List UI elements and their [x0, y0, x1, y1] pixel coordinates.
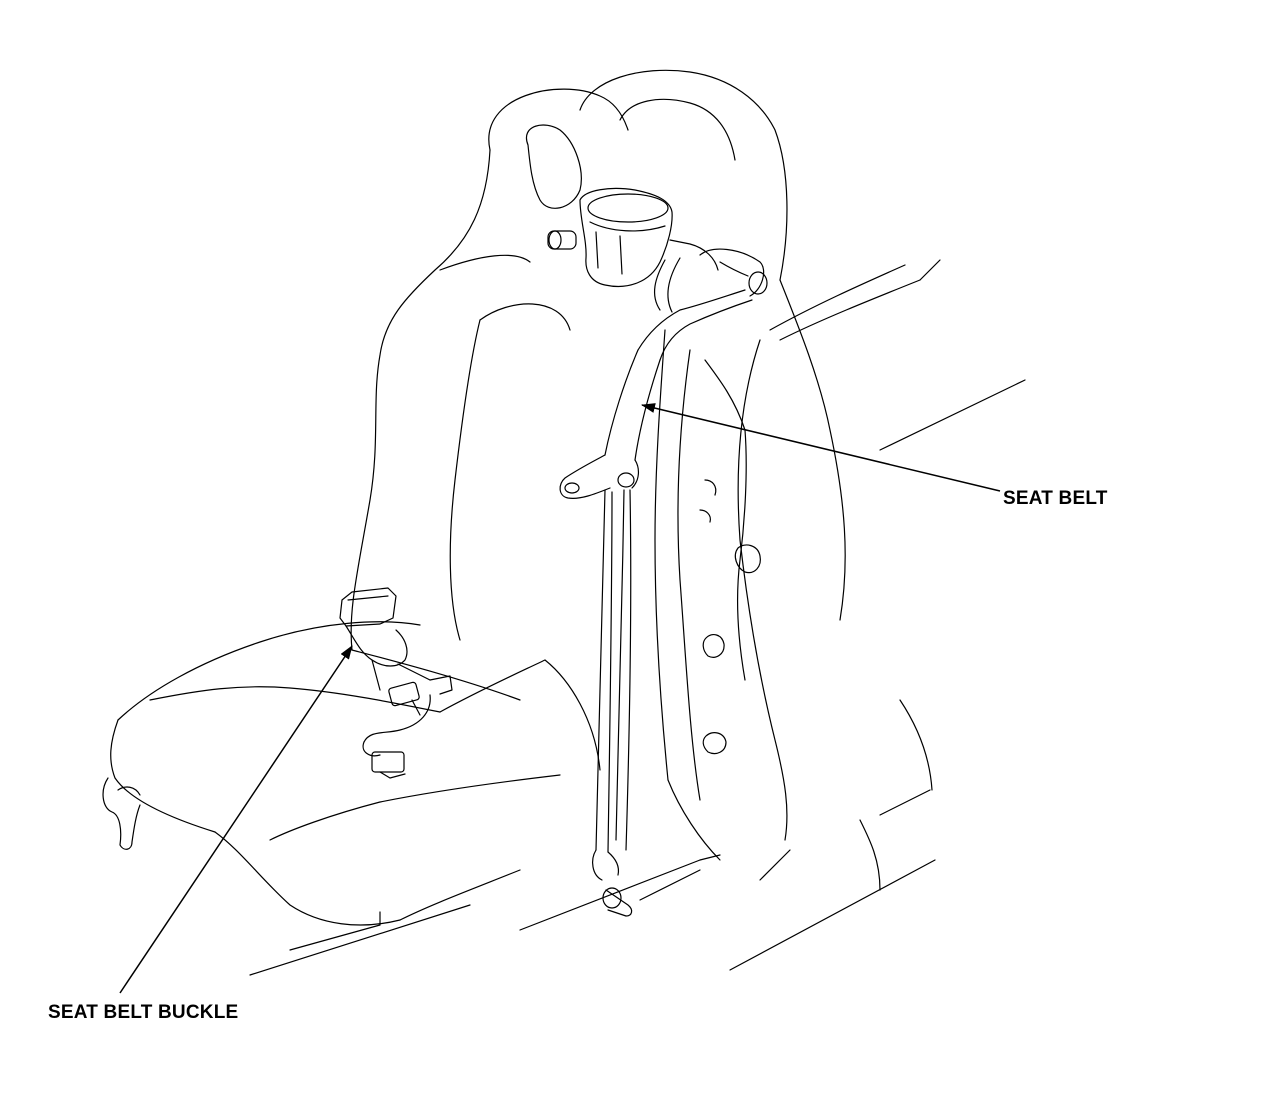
seat-back-outline: [350, 88, 629, 701]
seat-belt-buckle-label: SEAT BELT BUCKLE: [48, 1002, 238, 1023]
seat-belt-buckle-leader: [119, 645, 353, 994]
seat-belt-webbing: [559, 257, 753, 917]
seat-cushion-outline: [102, 621, 701, 976]
seat-belt-label: SEAT BELT: [1003, 488, 1108, 509]
adjacent-seat-outline: [579, 69, 1026, 971]
seat-belt-buckle: [339, 587, 453, 779]
seat-belt-retractor: [547, 187, 768, 297]
seat-belt-leader: [641, 403, 1001, 492]
